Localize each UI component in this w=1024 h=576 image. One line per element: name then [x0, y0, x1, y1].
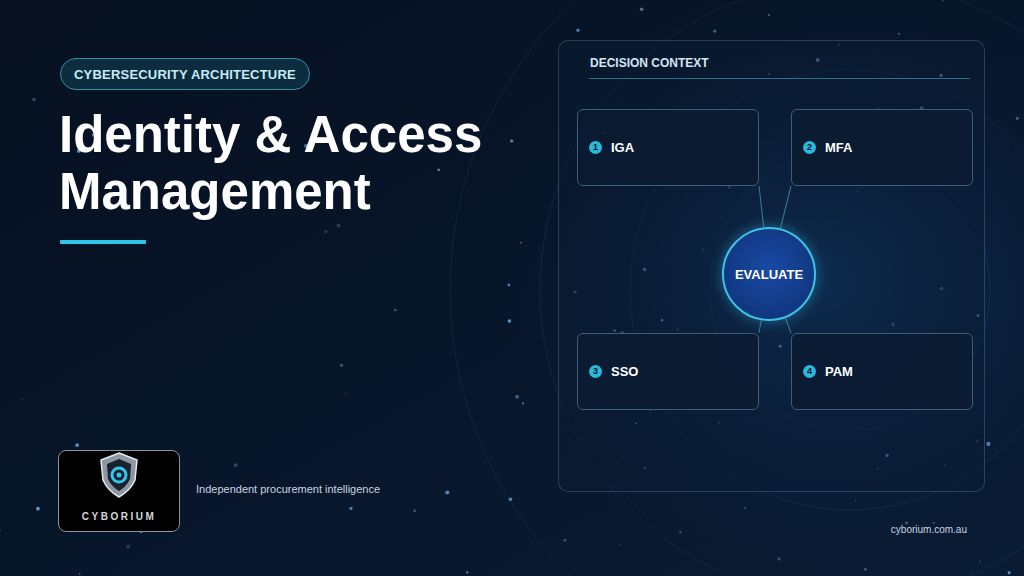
star-dot — [75, 443, 79, 447]
star-dot — [507, 284, 510, 287]
star-dot — [466, 571, 468, 573]
star-dot — [32, 98, 35, 101]
star-dot — [986, 442, 990, 446]
connector-line — [780, 186, 791, 228]
star-dot — [855, 500, 856, 501]
option-label: SSO — [611, 364, 638, 379]
star-dot — [768, 14, 770, 16]
star-dot — [36, 507, 40, 511]
page-title: Identity & Access Management — [59, 106, 529, 220]
star-dot — [21, 398, 23, 400]
star-dot — [864, 568, 866, 570]
connector-line — [785, 318, 791, 333]
logo-wordmark: CYBORIUM — [82, 511, 156, 522]
star-dot — [509, 497, 513, 501]
star-dot — [979, 561, 981, 563]
orbit-rings — [450, 0, 1024, 576]
star-dot — [679, 531, 682, 534]
shield-core — [117, 473, 122, 478]
star-dot — [510, 139, 513, 142]
star-dot — [345, 393, 346, 394]
connector-line — [759, 186, 764, 227]
orbit-ring — [540, 0, 1024, 576]
star-dot — [777, 557, 780, 560]
option-box: 3 SSO — [577, 333, 759, 410]
star-dot — [394, 309, 397, 312]
star-dot — [576, 28, 579, 31]
star-dot — [340, 364, 343, 367]
shield-outline — [101, 453, 137, 497]
logo-ground — [58, 450, 180, 532]
panel-heading: DECISION CONTEXT — [590, 56, 709, 70]
star-dot — [349, 507, 352, 510]
option-label: PAM — [825, 364, 853, 379]
panel-divider — [589, 78, 970, 79]
context-panel: DECISION CONTEXT 1 IGA 2 MFA EVALUATE 3 SSO 4 PAM — [558, 40, 985, 492]
star-dot — [445, 490, 449, 494]
star-dot — [337, 224, 341, 228]
connector-line — [759, 320, 761, 333]
star-dot — [942, 0, 943, 1]
star-dot — [515, 395, 519, 399]
star-dot — [1008, 571, 1011, 574]
star-dot — [79, 573, 81, 575]
star-dot — [413, 510, 416, 513]
star-dot — [522, 402, 524, 404]
star-dot — [1016, 117, 1019, 120]
website: cyborium.com.au — [891, 524, 967, 535]
star-dot — [234, 463, 238, 467]
category-pill: CYBERSECURITY ARCHITECTURE — [60, 58, 310, 90]
callout-number: 1 — [589, 141, 602, 154]
shield-logo — [101, 453, 137, 497]
star-dot — [713, 29, 716, 32]
star-dot — [0, 529, 1, 531]
option-label: IGA — [611, 140, 634, 155]
star-dot — [437, 168, 440, 171]
option-box: 4 PAM — [791, 333, 973, 410]
star-dot — [619, 544, 621, 546]
accent-bar — [60, 240, 146, 244]
star-dot — [898, 33, 900, 35]
callout-number: 4 — [803, 365, 816, 378]
shield-ring — [112, 468, 126, 482]
tagline: Independent procurement intelligence — [196, 483, 380, 495]
star-dot — [508, 319, 511, 322]
star-dot — [744, 507, 746, 509]
star-dot — [126, 544, 130, 548]
logo-box: CYBORIUM — [58, 450, 180, 532]
evaluate-circle: EVALUATE — [722, 227, 816, 321]
star-dot — [564, 539, 567, 542]
option-box: 1 IGA — [577, 109, 759, 186]
callout-number: 3 — [589, 365, 602, 378]
shield-inner — [107, 459, 131, 491]
evaluate-label: EVALUATE — [735, 267, 803, 282]
star-dot — [520, 242, 522, 244]
category-label: CYBERSECURITY ARCHITECTURE — [74, 67, 296, 82]
star-dot — [933, 522, 935, 524]
background-glow — [490, 0, 1024, 576]
callout-number: 2 — [803, 141, 816, 154]
star-dot — [324, 230, 328, 234]
option-box: 2 MFA — [791, 109, 973, 186]
option-label: MFA — [825, 140, 852, 155]
star-dot — [640, 7, 644, 11]
orbit-ring — [450, 0, 1024, 576]
